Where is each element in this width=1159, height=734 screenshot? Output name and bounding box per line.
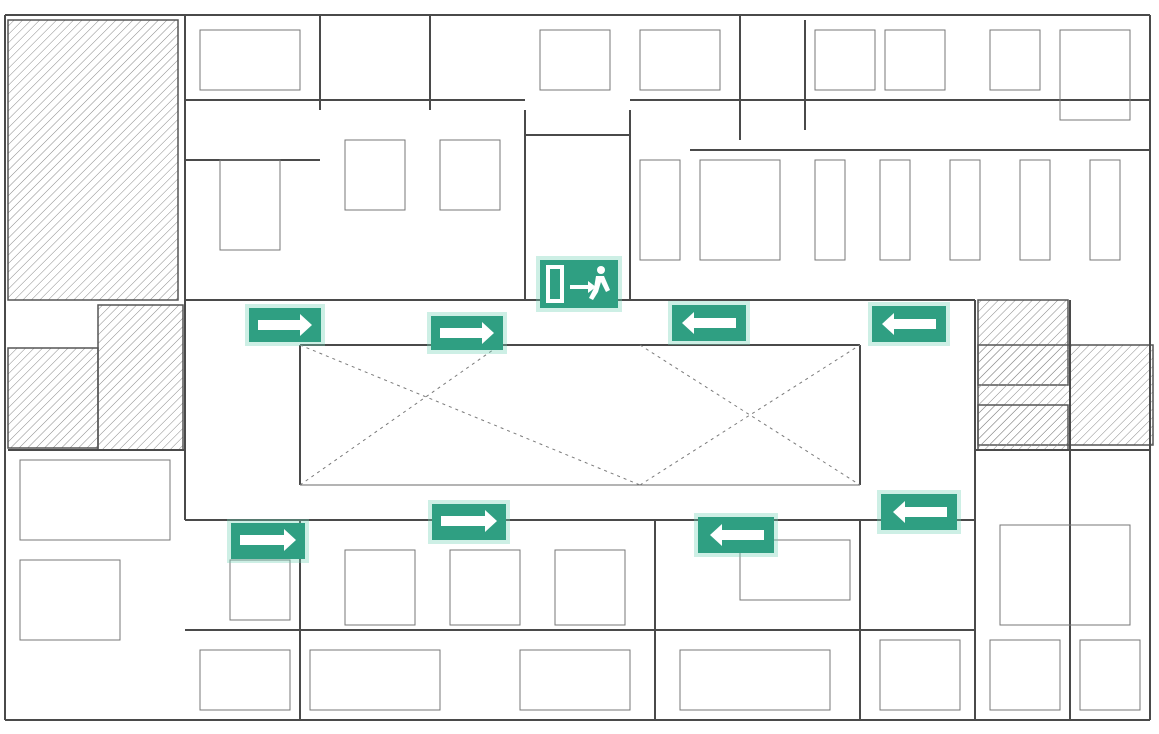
hatched-zones — [7, 19, 1154, 451]
arrow-sign-left — [694, 513, 778, 557]
furniture — [19, 29, 1141, 711]
arrow-sign-left — [868, 302, 950, 346]
arrow-sign-right — [227, 519, 309, 563]
exit-sign — [536, 256, 622, 312]
evacuation-signs — [227, 256, 961, 563]
atrium-void — [299, 344, 861, 486]
running-man-exit-icon — [570, 266, 610, 300]
arrow-sign-left — [877, 490, 961, 534]
arrow-sign-right — [427, 312, 507, 354]
walls — [4, 14, 1151, 721]
arrow-sign-left — [668, 301, 750, 345]
arrow-sign-right — [428, 500, 510, 544]
arrow-sign-right — [245, 304, 325, 346]
